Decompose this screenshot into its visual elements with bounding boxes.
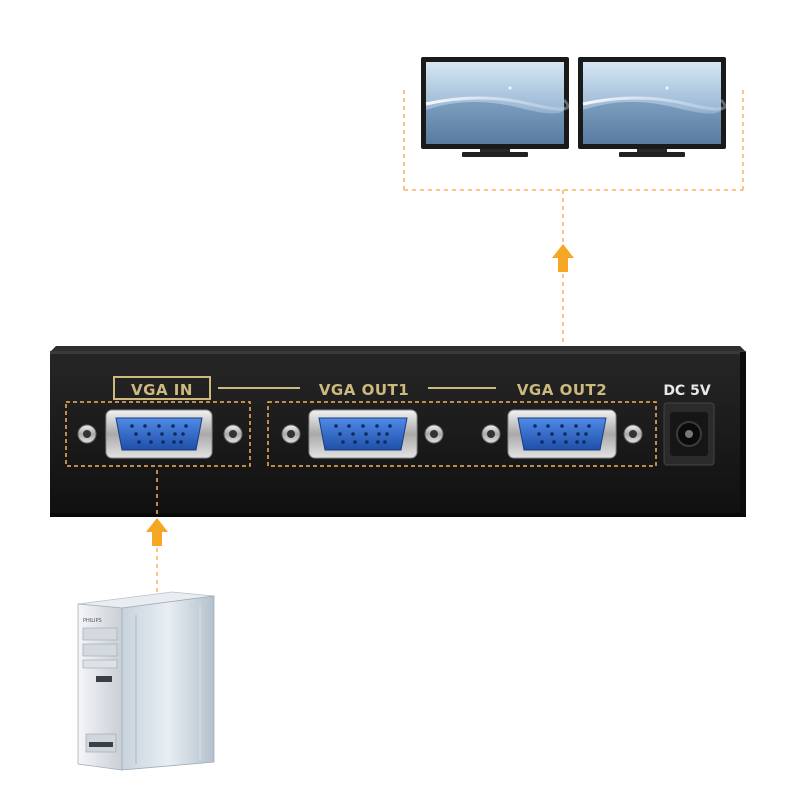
input-flow-arrow-icon [146,470,168,596]
vga-out2-label: VGA OUT2 [517,381,607,399]
monitor-connection-bracket [403,90,744,242]
vga-in-label-box [113,376,211,400]
output-port-group [267,401,657,467]
vga-in-label: VGA IN [131,381,193,399]
input-port-group [65,401,251,467]
dc-power-label: DC 5V [663,383,711,399]
vga-out2-port [481,409,643,459]
output-flow-arrow-icon [552,244,574,352]
vga-out1-port [281,409,444,459]
vga-in-port [77,409,243,459]
computer-tower: PHILIPS [77,591,215,771]
vga-splitter-device: VGA IN VGA OUT1 VGA OUT2 DC 5V [50,346,746,517]
computer-brand-label: PHILIPS [83,618,102,624]
monitor-right [578,57,727,157]
dc-power-jack [663,402,715,466]
vga-out1-label: VGA OUT1 [319,381,409,399]
monitor-left [421,57,570,157]
